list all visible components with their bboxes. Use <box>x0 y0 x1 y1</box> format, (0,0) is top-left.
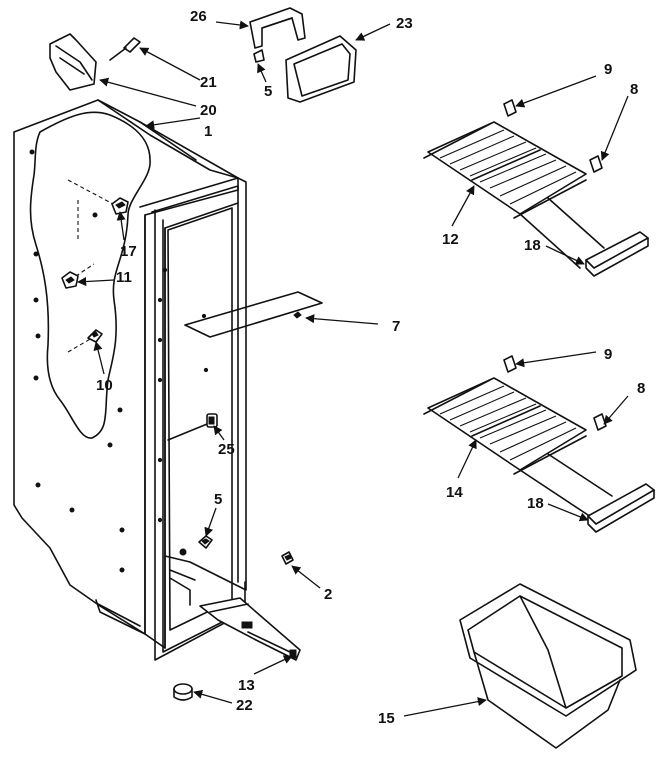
callout-7: 7 <box>392 318 400 335</box>
callout-5-upper: 5 <box>264 83 272 100</box>
callout-18-upper: 18 <box>524 237 541 254</box>
cover-part-23 <box>285 35 357 103</box>
callout-labels: 1 2 5 5 7 8 8 9 9 10 11 12 13 14 15 17 1… <box>96 8 645 727</box>
callout-26: 26 <box>190 8 207 25</box>
callout-8-lower: 8 <box>637 380 645 397</box>
hinge-bracket-part-26 <box>249 7 306 49</box>
callout-23: 23 <box>396 15 413 32</box>
callout-17: 17 <box>120 243 137 260</box>
callout-11: 11 <box>116 269 132 286</box>
bin-part-15 <box>459 583 637 749</box>
callout-20: 20 <box>200 102 217 119</box>
callout-1: 1 <box>204 123 212 140</box>
shelf-trim-part-18-lower <box>587 483 655 533</box>
plate-part-7 <box>184 291 323 338</box>
cabinet-liner <box>13 99 239 649</box>
shelf-support-part-17 <box>111 197 129 215</box>
front-frame <box>139 177 247 661</box>
clip-part-8-lower <box>593 413 607 431</box>
callout-9-lower: 9 <box>604 346 612 363</box>
callout-21: 21 <box>200 74 217 91</box>
shelf-support-part-25 <box>167 413 218 441</box>
callout-12: 12 <box>442 231 459 248</box>
clip-part-9-lower <box>503 355 517 373</box>
callout-10: 10 <box>96 377 113 394</box>
screw-part-5-lower <box>198 535 213 549</box>
screw-part-10 <box>87 329 103 343</box>
foot-part-22 <box>173 683 193 701</box>
callout-5-lower: 5 <box>214 491 222 508</box>
callout-13: 13 <box>238 677 255 694</box>
screw-part-5-upper <box>253 49 265 63</box>
callout-15: 15 <box>378 710 395 727</box>
wire-shelf-part-14 <box>423 377 613 516</box>
screw-part-2 <box>281 551 294 565</box>
callout-18-lower: 18 <box>527 495 544 512</box>
screw-part-21 <box>109 37 141 61</box>
clip-part-8-upper <box>589 155 603 173</box>
callout-14: 14 <box>446 484 463 501</box>
wire-shelf-part-12 <box>423 121 605 269</box>
leader-lines <box>77 20 629 717</box>
shelf-trim-part-18-upper <box>585 231 649 277</box>
callout-8-upper: 8 <box>630 81 638 98</box>
clip-part-9-upper <box>503 99 517 117</box>
callout-25: 25 <box>218 441 235 458</box>
bracket-part-13 <box>199 597 301 661</box>
hinge-part-20 <box>49 33 97 91</box>
callout-22: 22 <box>236 697 253 714</box>
clip-part-11 <box>61 271 79 289</box>
callout-2: 2 <box>324 586 332 603</box>
callout-9-upper: 9 <box>604 61 612 78</box>
